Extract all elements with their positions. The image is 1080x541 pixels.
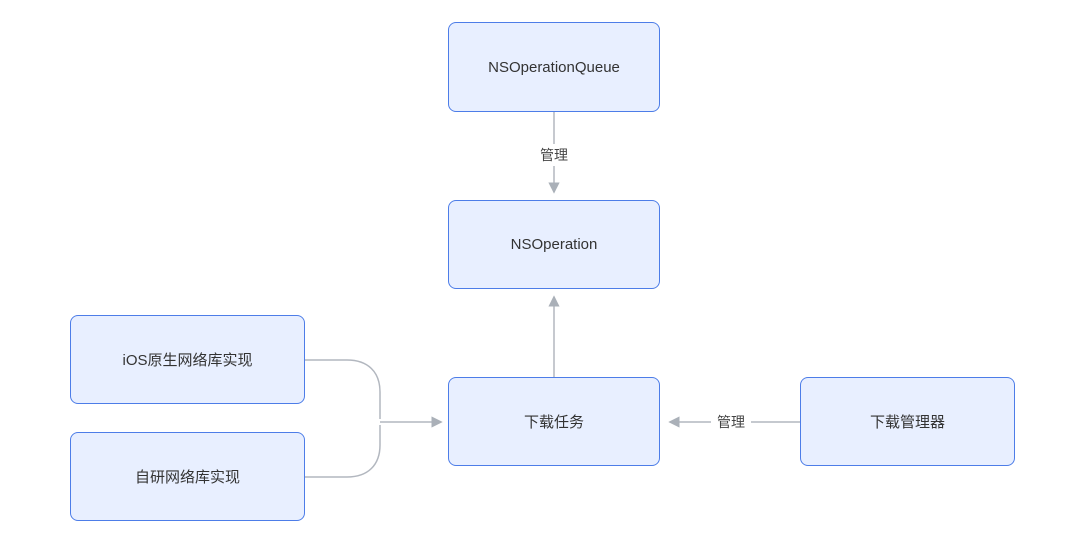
node-download-task-label: 下载任务 [523,414,584,431]
edge-label-queue-to-operation: 管理 [534,144,574,166]
node-nsoperationqueue: NSOperationQueue [448,22,660,112]
node-nsoperationqueue-label: NSOperationQueue [488,58,620,76]
node-download-manager-label: 下载管理器 [869,414,945,431]
edge-ios-native-to-junction [305,359,381,419]
node-download-manager: 下载管理器 [800,377,1015,466]
edge-self-dev-to-junction [305,425,381,478]
node-ios-native-lib: iOS原生网络库实现 [70,315,305,404]
node-ios-native-lib-label: iOS原生网络库实现 [122,352,253,369]
node-nsoperation-label: NSOperation [510,236,598,253]
node-nsoperation: NSOperation [448,200,660,289]
node-self-dev-lib-label: 自研网络库实现 [134,469,240,486]
node-self-dev-lib: 自研网络库实现 [70,432,305,521]
node-download-task: 下载任务 [448,377,660,466]
edge-label-manager-to-task: 管理 [711,411,751,433]
